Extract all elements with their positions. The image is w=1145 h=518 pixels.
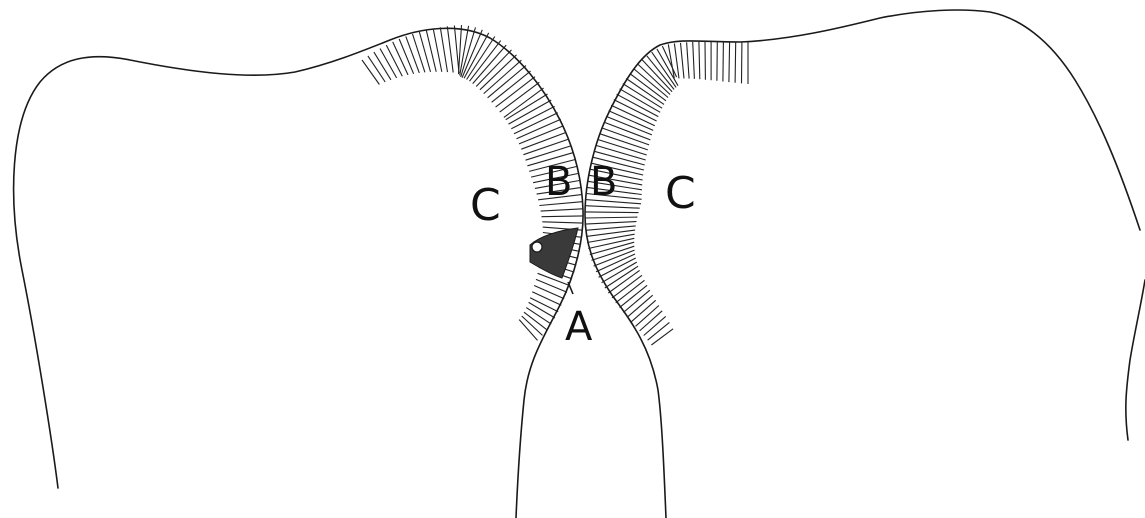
enamel-hatch-line <box>529 302 555 318</box>
enamel-hatch-line <box>681 43 685 79</box>
enamel-hatch-line <box>640 311 663 331</box>
enamel-hatch-line <box>614 100 657 121</box>
enamel-hatch-line <box>585 222 636 225</box>
enamel-hatch-line <box>386 45 402 76</box>
label-a: A <box>565 304 593 350</box>
enamel-hatch-line <box>413 34 425 72</box>
enamel-hatch-line <box>542 222 583 223</box>
enamel-hatch-line <box>723 42 724 82</box>
enamel-hatch-line <box>687 42 690 78</box>
enamel-hatch-line <box>651 329 673 345</box>
enamel-hatch-line <box>699 42 700 79</box>
right-tooth-outline <box>585 10 1145 518</box>
enamel-hatch-line <box>541 209 583 211</box>
label-c-right: C <box>665 168 696 219</box>
enamel-hatch-line <box>585 217 637 218</box>
enamel-hatch-line <box>693 42 695 79</box>
enamel-hatch-line <box>523 139 568 155</box>
enamel-hatch-line <box>530 298 558 312</box>
enamel-hatch-line <box>657 49 678 86</box>
enamel-hatch-line <box>488 66 526 98</box>
enamel-hatch-line <box>588 238 634 248</box>
enamel-hatch-line <box>611 105 655 126</box>
label-a-leader-line <box>568 282 573 294</box>
enamel-hatch-line <box>617 94 659 116</box>
enamel-hatch-line <box>393 42 408 75</box>
enamel-hatch-line <box>534 286 564 299</box>
enamel-hatch-line <box>509 100 552 124</box>
lesion-spot <box>532 242 542 252</box>
enamel-hatch-line <box>630 74 666 101</box>
enamel-hatch-line <box>605 266 638 288</box>
enamel-hatch-line <box>374 52 391 80</box>
enamel-hatch-line <box>492 71 531 102</box>
label-b-right: B <box>590 159 617 205</box>
enamel-hatch-line <box>440 27 447 72</box>
enamel-hatch-line <box>368 56 385 82</box>
enamel-hatch-line <box>496 77 535 107</box>
enamel-hatch-line <box>504 88 544 117</box>
enamel-hatch-line <box>476 50 511 87</box>
enamel-hatch-line <box>447 26 453 72</box>
enamel-hatch-line <box>626 79 664 105</box>
enamel-hatch-line <box>532 292 561 306</box>
enamel-hatch-line <box>406 36 420 73</box>
enamel-hatch-line <box>644 316 666 335</box>
enamel-hatch-line <box>636 306 659 327</box>
enamel-hatch-line <box>735 42 736 83</box>
enamel-hatch-line <box>585 206 640 209</box>
enamel-hatch-line <box>526 308 551 325</box>
enamel-hatch-line <box>586 226 636 230</box>
enamel-hatch-line <box>648 322 670 340</box>
left-tooth-outline <box>14 28 583 518</box>
enamel-hatch-line <box>419 32 430 72</box>
enamel-hatch-line <box>608 270 639 293</box>
enamel-hatch-line <box>542 216 584 217</box>
enamel-hatch-line <box>454 26 459 74</box>
enamel-hatch-line <box>362 60 379 85</box>
enamel-hatch-line <box>500 82 540 112</box>
label-b-left: B <box>545 159 572 205</box>
enamel-hatch-line <box>380 49 397 78</box>
enamel-hatch-line <box>506 94 548 120</box>
enamel-hatch-line <box>729 42 730 82</box>
enamel-hatch-line <box>399 39 413 74</box>
label-c-left: C <box>470 180 501 231</box>
enamel-hatch-line <box>585 212 639 213</box>
enamel-hatch-line <box>536 279 567 292</box>
